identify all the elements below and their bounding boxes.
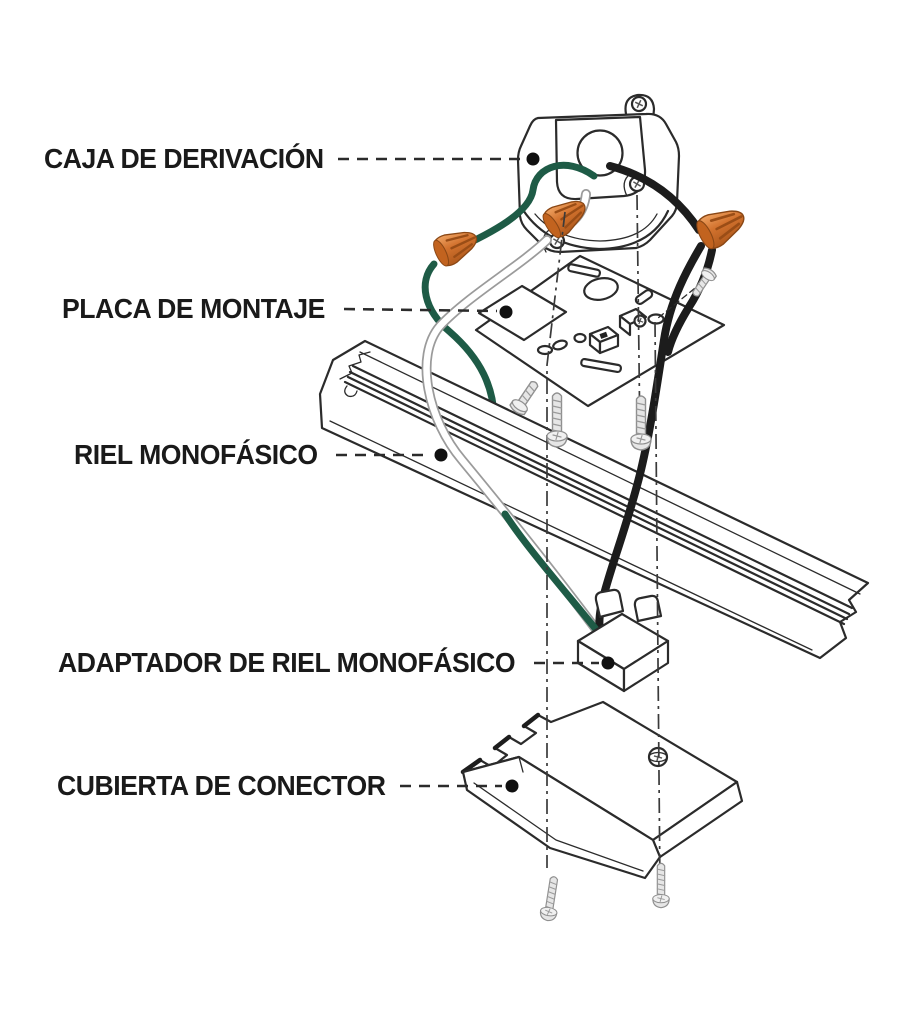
label-junction-box: CAJA DE DERIVACIÓN bbox=[44, 143, 324, 174]
box-opening-rim bbox=[521, 208, 670, 251]
screw-icon bbox=[546, 392, 568, 448]
track-rail-drawing bbox=[318, 339, 870, 660]
screw-icon bbox=[652, 862, 670, 909]
leader-dot bbox=[434, 448, 448, 462]
connector-cover-drawing bbox=[460, 700, 744, 880]
plate-clip-center bbox=[588, 325, 620, 355]
center-line bbox=[546, 211, 566, 868]
adapter-right-face bbox=[622, 639, 670, 693]
plate-clip-right bbox=[618, 307, 648, 337]
center-line bbox=[654, 321, 661, 889]
leader-dot bbox=[526, 152, 540, 166]
leader-line bbox=[343, 307, 498, 313]
leader-dot bbox=[505, 779, 519, 793]
green-wire bbox=[450, 161, 598, 254]
rail-body bbox=[318, 339, 870, 660]
screw-icon bbox=[538, 874, 563, 923]
plate-hole-left bbox=[536, 344, 554, 356]
green-wire bbox=[501, 510, 603, 637]
leader-dot bbox=[499, 305, 513, 319]
label-connector-cover: CUBIERTA DE CONECTOR bbox=[57, 770, 386, 801]
rail-end-profile bbox=[339, 351, 371, 398]
wire-nut-icon bbox=[428, 221, 484, 271]
plate-left-wing bbox=[477, 284, 568, 342]
knockout-hole bbox=[576, 129, 624, 177]
label-track-adapter: ADAPTADOR DE RIEL MONOFÁSICO bbox=[58, 647, 516, 678]
leader-dot bbox=[601, 656, 615, 670]
leader-lines bbox=[336, 152, 615, 793]
label-mounting-plate: PLACA DE MONTAJE bbox=[62, 293, 325, 324]
label-single-phase-track: RIEL MONOFÁSICO bbox=[74, 439, 318, 470]
screw-icon bbox=[507, 376, 544, 418]
track-adapter-drawing bbox=[576, 588, 670, 693]
plate-hole-right bbox=[647, 313, 665, 325]
